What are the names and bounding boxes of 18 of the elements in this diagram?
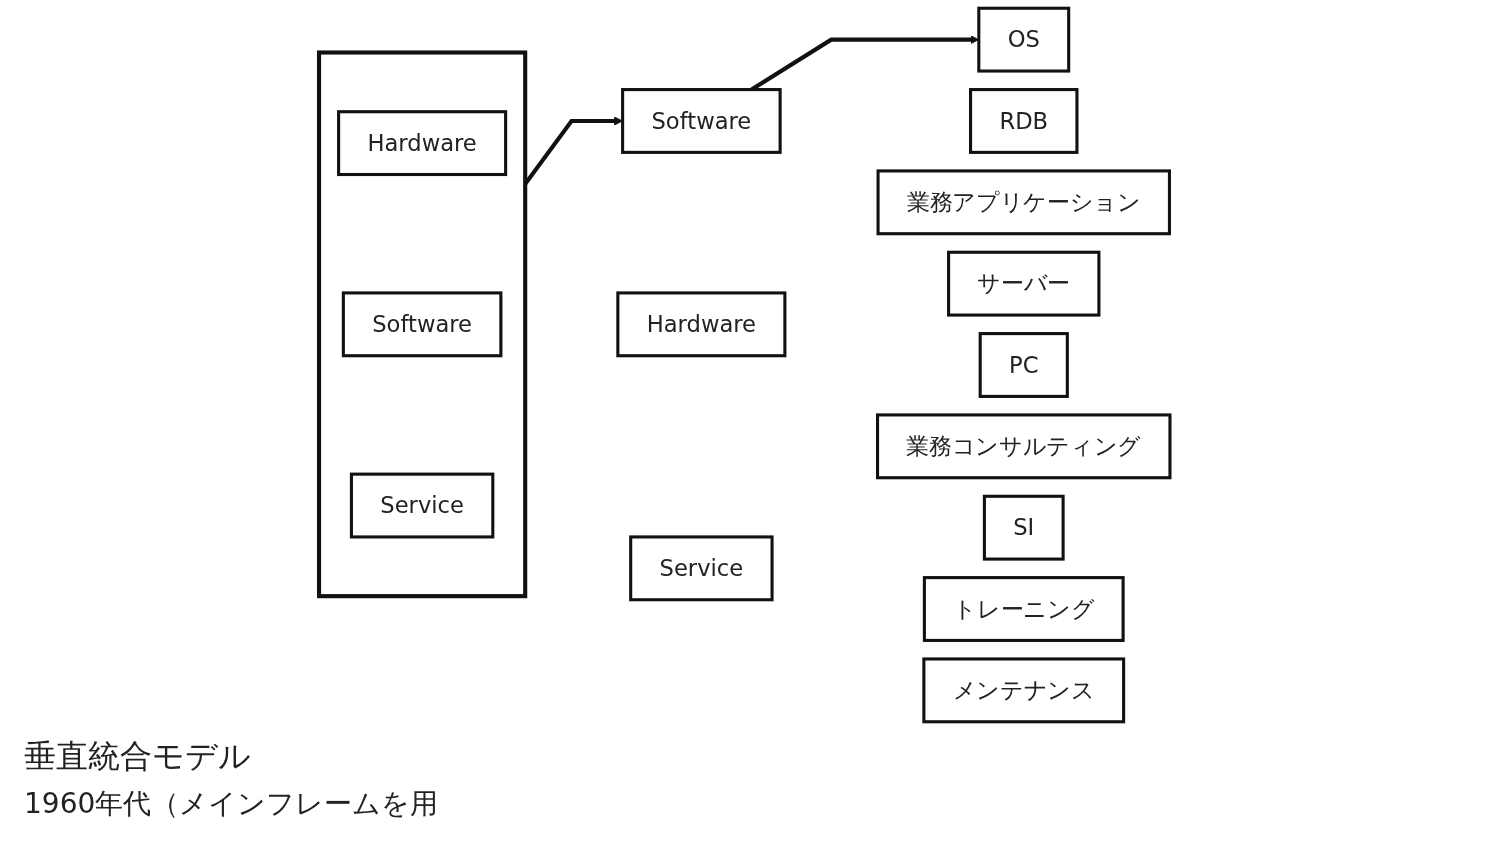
node-box: サーバー bbox=[947, 250, 1101, 317]
node-box: 業務コンサルティング bbox=[876, 413, 1172, 480]
node-box: Service bbox=[349, 472, 495, 539]
node-box: Software bbox=[621, 88, 782, 154]
node-box: Hardware bbox=[616, 291, 787, 358]
node-box: RDB bbox=[969, 88, 1079, 154]
node-box: 業務アプリケーション bbox=[876, 169, 1171, 236]
node-box: Service bbox=[629, 535, 774, 602]
node-box: PC bbox=[978, 332, 1069, 398]
node-box: SI bbox=[982, 494, 1065, 561]
cluster bbox=[317, 50, 528, 599]
node-box: メンテナンス bbox=[922, 657, 1126, 724]
note-text: 1960年代（メインフレームを用 bbox=[24, 786, 439, 822]
node-box: トレーニング bbox=[922, 576, 1125, 642]
caption: 垂直統合モデル bbox=[24, 736, 251, 777]
node-box: OS bbox=[977, 6, 1071, 73]
node-box: Hardware bbox=[337, 110, 508, 177]
node-box: Software bbox=[341, 291, 503, 358]
